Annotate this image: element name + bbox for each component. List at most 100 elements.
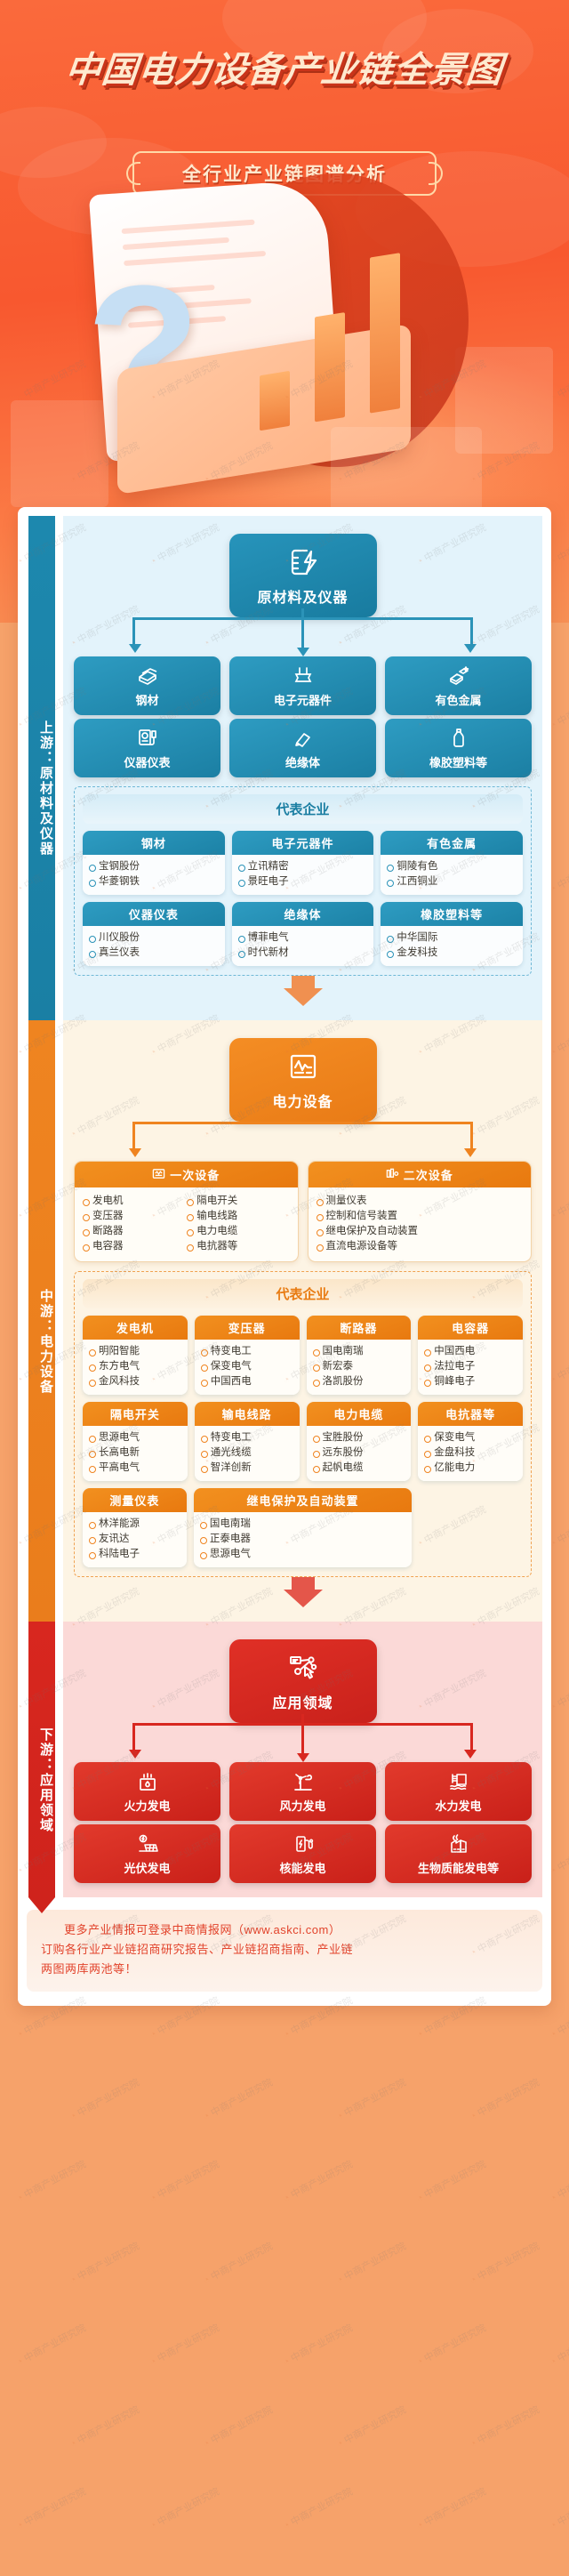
list-item: 继电保护及自动装置 <box>316 1224 525 1239</box>
footer-line-1: 更多产业情报可登录中商情报网（www.askci.com） <box>64 1923 341 1936</box>
equipment-list-col2: 隔电开关 输电线路 电力电缆 电抗器等 <box>186 1194 290 1254</box>
list-item: 金盘科技 <box>423 1445 517 1461</box>
tile-steel[interactable]: 钢材 <box>74 656 220 715</box>
page-title: 中国电力设备产业链全景图 <box>63 51 505 90</box>
company-grid-row: 隔电开关 思源电气 长高电新 平高电气 输电线路 特变电工 通光线缆 智洋创新 <box>83 1402 523 1481</box>
tile-label: 核能发电 <box>279 1862 326 1875</box>
company-box-title: 断路器 <box>306 1316 412 1340</box>
list-item: 金发科技 <box>386 946 517 961</box>
list-item: 洛凯股份 <box>312 1374 406 1389</box>
list-item: 金风科技 <box>88 1374 182 1389</box>
tile-rubber-plastic[interactable]: 橡胶塑料等 <box>385 719 532 777</box>
list-item: 博菲电气 <box>237 930 369 946</box>
biomass-plant-icon <box>385 1832 532 1856</box>
company-box[interactable]: 电力电缆 宝胜股份 远东股份 起帆电缆 <box>306 1402 412 1481</box>
company-box-title: 继电保护及自动装置 <box>193 1488 413 1512</box>
downstream-tiles-row2: 光伏发电 核能发电 <box>74 1824 532 1883</box>
tile-biomass-power[interactable]: 生物质能发电等 <box>385 1824 532 1883</box>
tile-nuclear-power[interactable]: 核能发电 <box>229 1824 376 1883</box>
list-item: 电容器 <box>82 1239 186 1254</box>
list-item: 立讯精密 <box>237 859 369 874</box>
meter-icon <box>74 727 220 750</box>
company-box[interactable]: 隔电开关 思源电气 长高电新 平高电气 <box>83 1402 188 1481</box>
list-item: 时代新材 <box>237 946 369 961</box>
company-box[interactable]: 电子元器件 立讯精密 景旺电子 <box>231 831 374 895</box>
company-box[interactable]: 钢材 宝钢股份 华菱钢铁 <box>83 831 225 895</box>
cursor-network-icon <box>229 1650 377 1686</box>
company-box[interactable]: 断路器 国电南瑞 新宏泰 洛凯股份 <box>306 1316 412 1395</box>
tile-label: 橡胶塑料等 <box>429 756 487 769</box>
list-item: 江西铜业 <box>386 874 517 890</box>
company-grid-row: 仪器仪表 川仪股份 真兰仪表 绝缘体 博菲电气 时代新材 <box>83 902 524 966</box>
list-item: 变压器 <box>82 1209 186 1224</box>
list-item: 科陆电子 <box>88 1547 181 1562</box>
watermark: ◔ 中商产业研究院 <box>14 2322 88 2369</box>
node-midstream[interactable]: 电力设备 <box>228 1038 377 1122</box>
tile-instruments[interactable]: 仪器仪表 <box>74 719 220 777</box>
list-item: 平高电气 <box>88 1461 182 1476</box>
tile-solar-power[interactable]: 光伏发电 <box>74 1824 220 1883</box>
upstream-companies-region: 代表企业 钢材 宝钢股份 华菱钢铁 电子元器件 立讯精密 景旺电子 <box>74 786 532 976</box>
company-box[interactable]: 电抗器等 保变电气 金盘科技 亿能电力 <box>418 1402 523 1481</box>
list-item: 思源电气 <box>199 1547 406 1562</box>
list-item: 真兰仪表 <box>88 946 220 961</box>
company-box-title: 钢材 <box>83 831 225 855</box>
company-list: 中华国际 金发科技 <box>381 926 524 966</box>
companies-caption: 代表企业 <box>83 794 523 824</box>
tile-wind-power[interactable]: 风力发电 <box>229 1762 376 1821</box>
node-upstream-label: 原材料及仪器 <box>257 591 349 606</box>
tile-insulator[interactable]: 绝缘体 <box>229 719 376 777</box>
company-box-title: 电力电缆 <box>306 1402 412 1426</box>
company-list: 宝钢股份 华菱钢铁 <box>83 855 225 895</box>
list-item: 铜陵有色 <box>386 859 517 874</box>
company-box[interactable]: 发电机 明阳智能 东方电气 金风科技 <box>83 1316 188 1395</box>
tile-label: 光伏发电 <box>124 1862 171 1875</box>
arrow-upstream-to-midstream <box>74 976 532 1006</box>
list-secondary-equipment[interactable]: 二次设备 测量仪表 控制和信号装置 继电保护及自动装置 直流电源设备等 <box>307 1161 532 1262</box>
list-primary-equipment[interactable]: 一次设备 发电机 变压器 断路器 电容器 隔电开关 输电线路 电力电缆 <box>74 1161 299 1262</box>
company-box[interactable]: 变压器 特变电工 保变电气 中国西电 <box>194 1316 300 1395</box>
watermark: ◔ 中商产业研究院 <box>281 2486 355 2532</box>
watermark: ◔ 中商产业研究院 <box>414 2486 488 2532</box>
list-item: 川仪股份 <box>88 930 220 946</box>
list-item: 电力电缆 <box>186 1224 290 1239</box>
list-item: 断路器 <box>82 1224 186 1239</box>
node-upstream[interactable]: 原材料及仪器 <box>228 534 377 617</box>
company-box[interactable]: 电容器 中国西电 法拉电子 铜峰电子 <box>418 1316 523 1395</box>
equipment-list-col1: 发电机 变压器 断路器 电容器 <box>82 1194 186 1254</box>
company-box[interactable]: 测量仪表 林洋能源 友讯达 科陆电子 <box>83 1488 187 1567</box>
list-item: 法拉电子 <box>423 1359 517 1374</box>
company-box[interactable]: 绝缘体 博菲电气 时代新材 <box>231 902 374 966</box>
tile-electronic-components[interactable]: 电子元器件 <box>229 656 376 715</box>
company-box[interactable]: 有色金属 铜陵有色 江西铜业 <box>381 831 524 895</box>
tile-thermal-power[interactable]: 火力发电 <box>74 1762 220 1821</box>
tile-label: 水力发电 <box>435 1799 482 1813</box>
hero-illustration: ? <box>11 173 553 525</box>
company-list: 国电南瑞 新宏泰 洛凯股份 <box>306 1340 412 1395</box>
node-downstream[interactable]: 应用领域 <box>228 1639 377 1723</box>
company-box[interactable]: 仪器仪表 川仪股份 真兰仪表 <box>83 902 225 966</box>
company-list: 川仪股份 真兰仪表 <box>83 926 225 966</box>
list-title: 一次设备 <box>170 1169 220 1182</box>
company-box-title: 电子元器件 <box>231 831 374 855</box>
company-box[interactable]: 继电保护及自动装置 国电南瑞 正泰电器 思源电气 <box>193 1488 413 1567</box>
hydro-dam-icon <box>385 1770 532 1793</box>
list-item: 隔电开关 <box>186 1194 290 1209</box>
list-item: 发电机 <box>82 1194 186 1209</box>
company-box-title: 有色金属 <box>381 831 524 855</box>
watermark: ◔ 中商产业研究院 <box>548 2322 569 2369</box>
tile-hydro-power[interactable]: 水力发电 <box>385 1762 532 1821</box>
list-item: 起帆电缆 <box>312 1461 406 1476</box>
watermark: ◔ 中商产业研究院 <box>334 2077 408 2123</box>
company-box[interactable]: 输电线路 特变电工 通光线缆 智洋创新 <box>194 1402 300 1481</box>
tile-label: 火力发电 <box>124 1799 171 1813</box>
company-box[interactable]: 橡胶塑料等 中华国际 金发科技 <box>381 902 524 966</box>
connector-midstream <box>74 1122 532 1157</box>
tile-nonferrous-metal[interactable]: 有色金属 <box>385 656 532 715</box>
company-box-title: 变压器 <box>194 1316 300 1340</box>
company-list: 博菲电气 时代新材 <box>231 926 374 966</box>
list-item: 国电南瑞 <box>199 1517 406 1532</box>
decorative-cube <box>455 347 553 454</box>
monitor-waveform-icon <box>229 1049 377 1084</box>
company-list: 思源电气 长高电新 平高电气 <box>83 1426 188 1481</box>
